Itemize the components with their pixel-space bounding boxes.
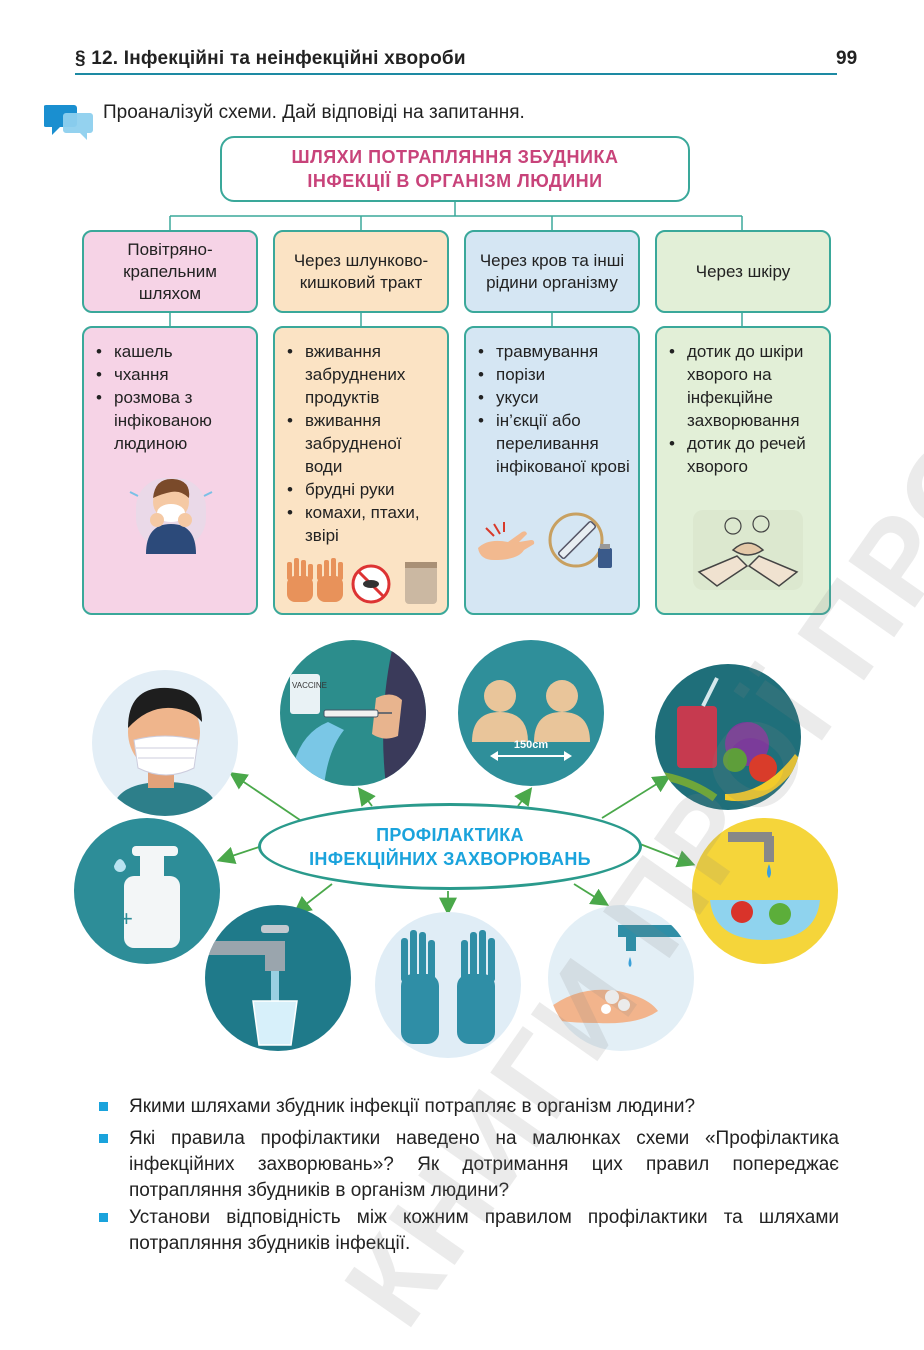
column-skin: дотик до шкіри хворого на інфекційне зах… [655,326,831,615]
instruction-text: Проаналізуй схеми. Дай відповіді на запи… [103,102,525,123]
hand-sanitizer-picture: + [74,818,220,964]
clean-water-picture [205,905,351,1051]
dirty-hands-insects-illustration [287,558,437,604]
mask-picture [92,670,238,816]
list-item: розмова з інфікованою людиною [94,386,248,455]
hand-washing-picture [548,905,694,1051]
question-item: Якими шляхами збудник інфекції потрапляє… [99,1094,839,1120]
distance-label: 150cm [514,739,548,751]
svg-text:+: + [120,906,133,931]
header-rule [75,73,837,75]
bullet-square-icon [99,1213,108,1222]
injury-syringe-illustration [478,512,612,568]
list-item: брудні руки [285,478,439,501]
category-skin: Через шкіру [655,230,831,313]
prophylaxis-title-line2: ІНФЕКЦІЙНИХ ЗАХВОРЮВАНЬ [309,848,591,869]
prophylaxis-title: ПРОФІЛАКТИКА ІНФЕКЦІЙНИХ ЗАХВОРЮВАНЬ [258,803,642,890]
list-item: чхання [94,363,248,386]
bullet-square-icon [99,1134,108,1143]
schema-title-line1: ШЛЯХИ ПОТРАПЛЯННЯ ЗБУДНИКА [291,147,619,167]
list-item: вживання забрудненої води [285,409,439,478]
question-item: Установи відповідність між кожним правил… [99,1205,839,1257]
schema-title: ШЛЯХИ ПОТРАПЛЯННЯ ЗБУДНИКА ІНФЕКЦІЇ В ОР… [220,136,690,202]
gloves-picture [375,912,521,1058]
sneezing-boy-illustration [129,478,213,554]
vaccination-picture: VACCINE [280,640,426,786]
category-gastrointestinal: Через шлунково-кишковий тракт [273,230,449,313]
list-item: дотик до шкіри хворого на інфекційне зах… [667,340,821,432]
list-item: травмування [476,340,630,363]
running-header-title: § 12. Інфекційні та неінфекційні хвороби [75,48,466,69]
column-airborne: кашель чхання розмова з інфікованою люди… [82,326,258,615]
list-item: дотик до речей хворого [667,432,821,478]
list-item: ін’єкції або переливання інфікованої кро… [476,409,630,478]
distance-picture: 150cm [458,640,604,786]
healthy-food-picture [655,664,801,810]
question-item: Які правила профілактики наведено на мал… [99,1126,839,1204]
column-blood: травмування порізи укуси ін’єкції або пе… [464,326,640,615]
prophylaxis-title-line1: ПРОФІЛАКТИКА [376,824,524,845]
speech-bubbles-icon [43,101,96,141]
prophylaxis-arrows [216,771,696,916]
category-airborne: Повітряно-крапельним шляхом [82,230,258,313]
list-item: вживання забруднених продуктів [285,340,439,409]
skin-contact-illustration [693,510,803,590]
page-number: 99 [836,48,858,69]
list-item: кашель [94,340,248,363]
category-blood: Через кров та інші рідини організму [464,230,640,313]
washing-produce-picture [692,818,838,964]
schema-title-line2: ІНФЕКЦІЇ В ОРГАНІЗМ ЛЮДИНИ [307,171,603,191]
list-item: порізи [476,363,630,386]
column-gastrointestinal: вживання забруднених продуктів вживання … [273,326,449,615]
list-item: комахи, птахи, звірі [285,501,439,547]
list-item: укуси [476,386,630,409]
vaccine-label: VACCINE [292,681,327,690]
bullet-square-icon [99,1102,108,1111]
